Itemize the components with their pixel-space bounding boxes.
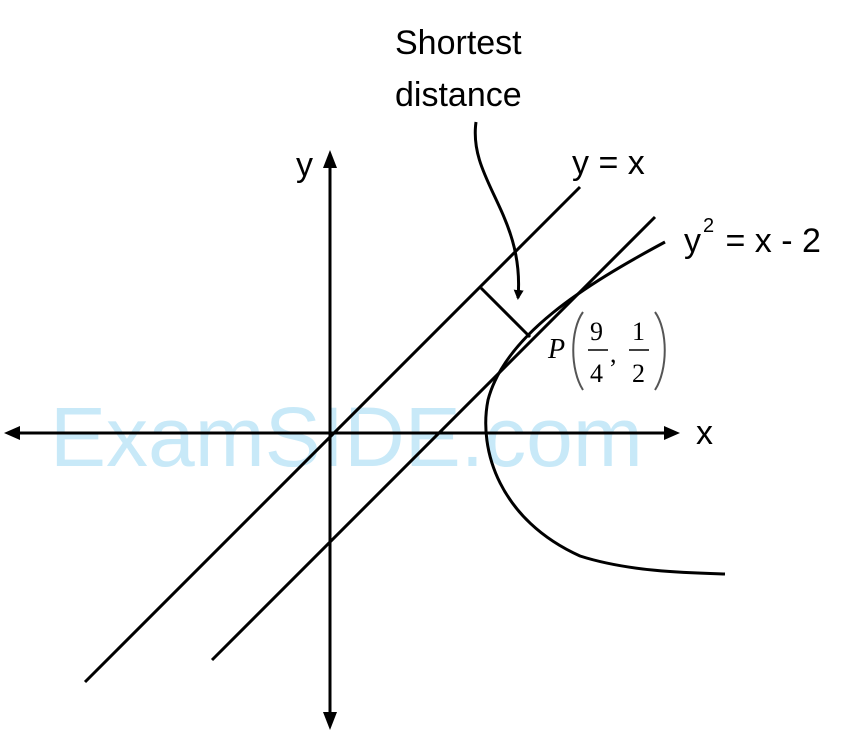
point-y-numerator: 1 bbox=[632, 317, 645, 346]
x-axis bbox=[4, 426, 680, 440]
y-axis bbox=[323, 150, 337, 730]
line-label: y = x bbox=[572, 144, 645, 182]
point-x-denominator: 4 bbox=[590, 359, 603, 388]
shortest-distance-segment bbox=[479, 286, 532, 339]
point-p-label: P 9 4 , 1 2 bbox=[547, 311, 666, 391]
watermark: ExamSIDE.com bbox=[50, 390, 643, 484]
point-comma: , bbox=[610, 339, 617, 368]
parabola-label-exponent: 2 bbox=[703, 215, 714, 237]
x-axis-label: x bbox=[696, 414, 713, 452]
parabola-label-rest: = x - 2 bbox=[716, 222, 821, 260]
point-x-numerator: 9 bbox=[590, 317, 603, 346]
annotation-line2: distance bbox=[395, 76, 522, 114]
point-name: P bbox=[547, 334, 565, 365]
parabola-label: y 2 = x - 2 bbox=[684, 215, 821, 260]
annotation-line1: Shortest bbox=[395, 24, 522, 62]
annotation-arrow bbox=[473, 121, 524, 300]
parabola-label-base: y bbox=[684, 222, 701, 260]
parabola-curve bbox=[484, 240, 726, 576]
line-y-equals-x bbox=[83, 185, 582, 684]
y-axis-label: y bbox=[296, 146, 313, 184]
point-y-denominator: 2 bbox=[632, 359, 645, 388]
